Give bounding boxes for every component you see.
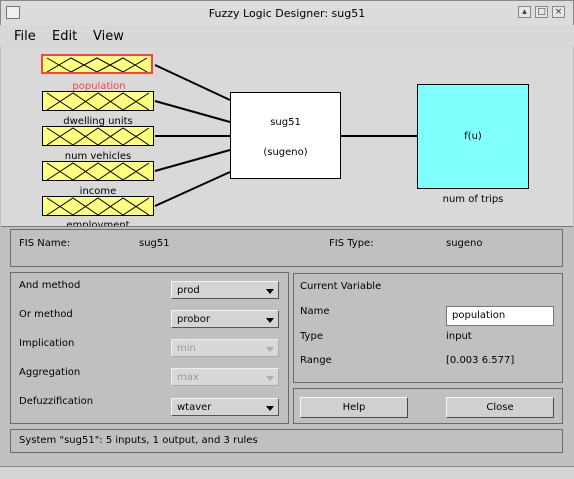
and-method-value: prod bbox=[177, 285, 200, 296]
methods-panel: And method prod Or method probor Implica… bbox=[10, 272, 289, 424]
input-box-employment[interactable] bbox=[42, 196, 154, 216]
connection-lines bbox=[154, 64, 417, 207]
chevron-down-icon bbox=[266, 347, 274, 352]
chevron-down-icon bbox=[266, 376, 274, 381]
defuzzification-value: wtaver bbox=[177, 402, 212, 413]
input-label-income: income bbox=[79, 186, 117, 197]
or-method-label: Or method bbox=[19, 309, 73, 320]
input-label-employment-clip: employment bbox=[28, 220, 168, 227]
defuzzification-select[interactable]: wtaver bbox=[171, 398, 279, 416]
fis-name-value: sug51 bbox=[139, 238, 170, 249]
chevron-down-icon bbox=[266, 289, 274, 294]
window-bottom-border bbox=[0, 466, 574, 479]
membership-function-icon bbox=[46, 57, 148, 72]
output-box[interactable]: f(u) bbox=[417, 84, 529, 189]
variable-name-label: Name bbox=[300, 306, 330, 317]
or-method-select[interactable]: probor bbox=[171, 310, 279, 328]
variable-range-value: [0.003 6.577] bbox=[446, 355, 515, 366]
implication-label: Implication bbox=[19, 338, 75, 349]
input-label-employment: employment bbox=[66, 220, 130, 227]
aggregation-label: Aggregation bbox=[19, 367, 81, 378]
maximize-icon[interactable]: □ bbox=[535, 6, 548, 18]
output-label: num of trips bbox=[442, 194, 504, 205]
input-box-num-vehicles[interactable] bbox=[42, 126, 154, 146]
aggregation-select: max bbox=[171, 368, 279, 386]
input-label-dwelling-units: dwelling units bbox=[63, 116, 133, 127]
fis-type-value: sugeno bbox=[446, 238, 483, 249]
chevron-down-icon bbox=[266, 406, 274, 411]
chevron-down-icon bbox=[266, 318, 274, 323]
window-menu-icon[interactable] bbox=[6, 6, 20, 19]
system-type: (sugeno) bbox=[263, 147, 308, 158]
status-bar: System "sug51": 5 inputs, 1 output, and … bbox=[10, 429, 563, 453]
membership-function-icon bbox=[46, 127, 150, 145]
variable-range-label: Range bbox=[300, 355, 332, 366]
buttons-panel: Help Close bbox=[293, 388, 563, 424]
variable-type-label: Type bbox=[300, 331, 323, 342]
membership-function-icon bbox=[46, 92, 150, 110]
system-name: sug51 bbox=[270, 117, 301, 128]
current-variable-title: Current Variable bbox=[300, 281, 382, 292]
menu-view[interactable]: View bbox=[93, 29, 124, 44]
and-method-label: And method bbox=[19, 280, 81, 291]
input-label-num-vehicles: num vehicles bbox=[64, 151, 132, 162]
shade-icon[interactable]: ▴ bbox=[518, 6, 531, 18]
status-text: System "sug51": 5 inputs, 1 output, and … bbox=[19, 435, 258, 446]
close-button[interactable]: Close bbox=[446, 397, 554, 418]
menu-file[interactable]: File bbox=[14, 29, 36, 44]
aggregation-value: max bbox=[177, 372, 199, 383]
help-button[interactable]: Help bbox=[300, 397, 408, 418]
menu-bar: File Edit View bbox=[0, 25, 574, 47]
implication-value: min bbox=[177, 343, 196, 354]
input-box-dwelling-units[interactable] bbox=[42, 91, 154, 111]
implication-select: min bbox=[171, 339, 279, 357]
input-box-income[interactable] bbox=[42, 161, 154, 181]
close-icon[interactable]: × bbox=[552, 6, 565, 18]
variable-type-value: input bbox=[446, 331, 472, 342]
output-function: f(u) bbox=[464, 131, 482, 142]
fis-name-label: FIS Name: bbox=[19, 238, 71, 249]
fis-type-label: FIS Type: bbox=[329, 238, 374, 249]
fis-info-panel: FIS Name: sug51 FIS Type: sugeno bbox=[10, 229, 563, 267]
system-box[interactable]: sug51 (sugeno) bbox=[230, 92, 341, 179]
membership-function-icon bbox=[46, 162, 150, 180]
input-box-population[interactable] bbox=[41, 54, 153, 74]
membership-function-icon bbox=[46, 197, 150, 215]
defuzzification-label: Defuzzification bbox=[19, 396, 94, 407]
menu-edit[interactable]: Edit bbox=[52, 29, 78, 44]
input-label-population: population bbox=[72, 81, 126, 92]
and-method-select[interactable]: prod bbox=[171, 281, 279, 299]
divider bbox=[1, 226, 573, 227]
variable-name-input[interactable]: population bbox=[446, 306, 554, 326]
or-method-value: probor bbox=[177, 314, 210, 325]
window-title: Fuzzy Logic Designer: sug51 bbox=[208, 7, 366, 20]
current-variable-panel: Current Variable Name population Type in… bbox=[293, 273, 563, 383]
